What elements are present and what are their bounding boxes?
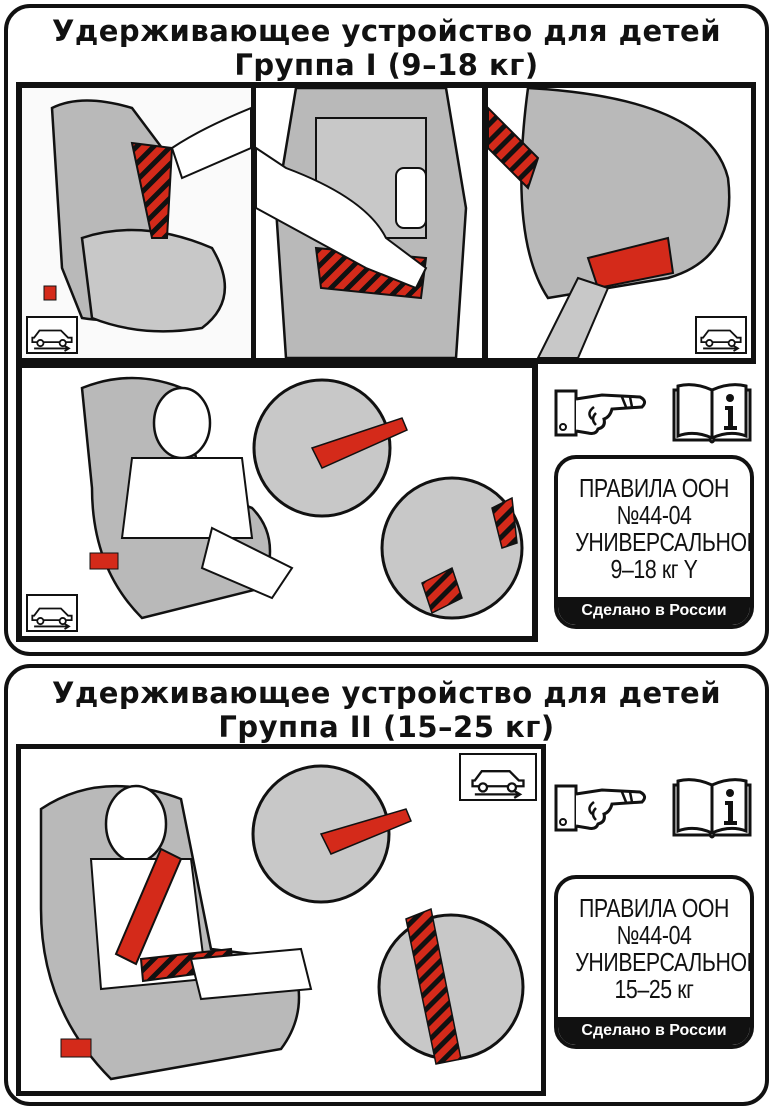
approval-line4: 9–18 кг Y <box>610 554 698 584</box>
group2-approval-label: ПРАВИЛА ООН №44-04 УНИВЕРСАЛЬНОЕ 15–25 к… <box>554 875 754 1049</box>
illustration-harness-buckle <box>256 88 482 358</box>
group2-title-line1: Удерживающее устройство для детей <box>51 676 722 710</box>
illustration-seat-adjust <box>22 88 251 358</box>
instruction-book-icon <box>670 775 754 841</box>
car-direction-icon <box>459 753 537 801</box>
approval-line1: ПРАВИЛА ООН <box>578 893 730 923</box>
group2-title-line2: Группа II (15–25 кг) <box>218 710 555 744</box>
group2-icons <box>552 775 754 841</box>
approval-line2: №44-04 <box>616 920 692 950</box>
car-direction-icon <box>26 316 78 354</box>
made-in-russia: Сделано в России <box>558 597 750 625</box>
pointing-hand-icon <box>552 778 652 838</box>
made-in-russia: Сделано в России <box>558 1017 750 1045</box>
approval-line3: УНИВЕРСАЛЬНОЕ <box>575 947 754 977</box>
pointing-hand-icon <box>552 383 652 443</box>
approval-line1: ПРАВИЛА ООН <box>578 473 730 503</box>
group1-icons <box>552 380 754 446</box>
group1-title-line2: Группа I (9–18 кг) <box>234 48 539 82</box>
instruction-book-icon <box>670 380 754 446</box>
car-direction-icon <box>26 594 78 632</box>
car-direction-icon <box>695 316 747 354</box>
group1-title-line1: Удерживающее устройство для детей <box>51 14 722 48</box>
approval-line2: №44-04 <box>616 500 692 530</box>
group1-approval-label: ПРАВИЛА ООН №44-04 УНИВЕРСАЛЬНОЕ 9–18 кг… <box>554 455 754 629</box>
approval-line3: УНИВЕРСАЛЬНОЕ <box>575 527 754 557</box>
illustration-child-in-seat <box>22 368 532 636</box>
approval-line4: 15–25 кг <box>614 974 694 1004</box>
illustration-booster-child <box>21 749 541 1091</box>
illustration-belt-clip <box>488 88 751 358</box>
